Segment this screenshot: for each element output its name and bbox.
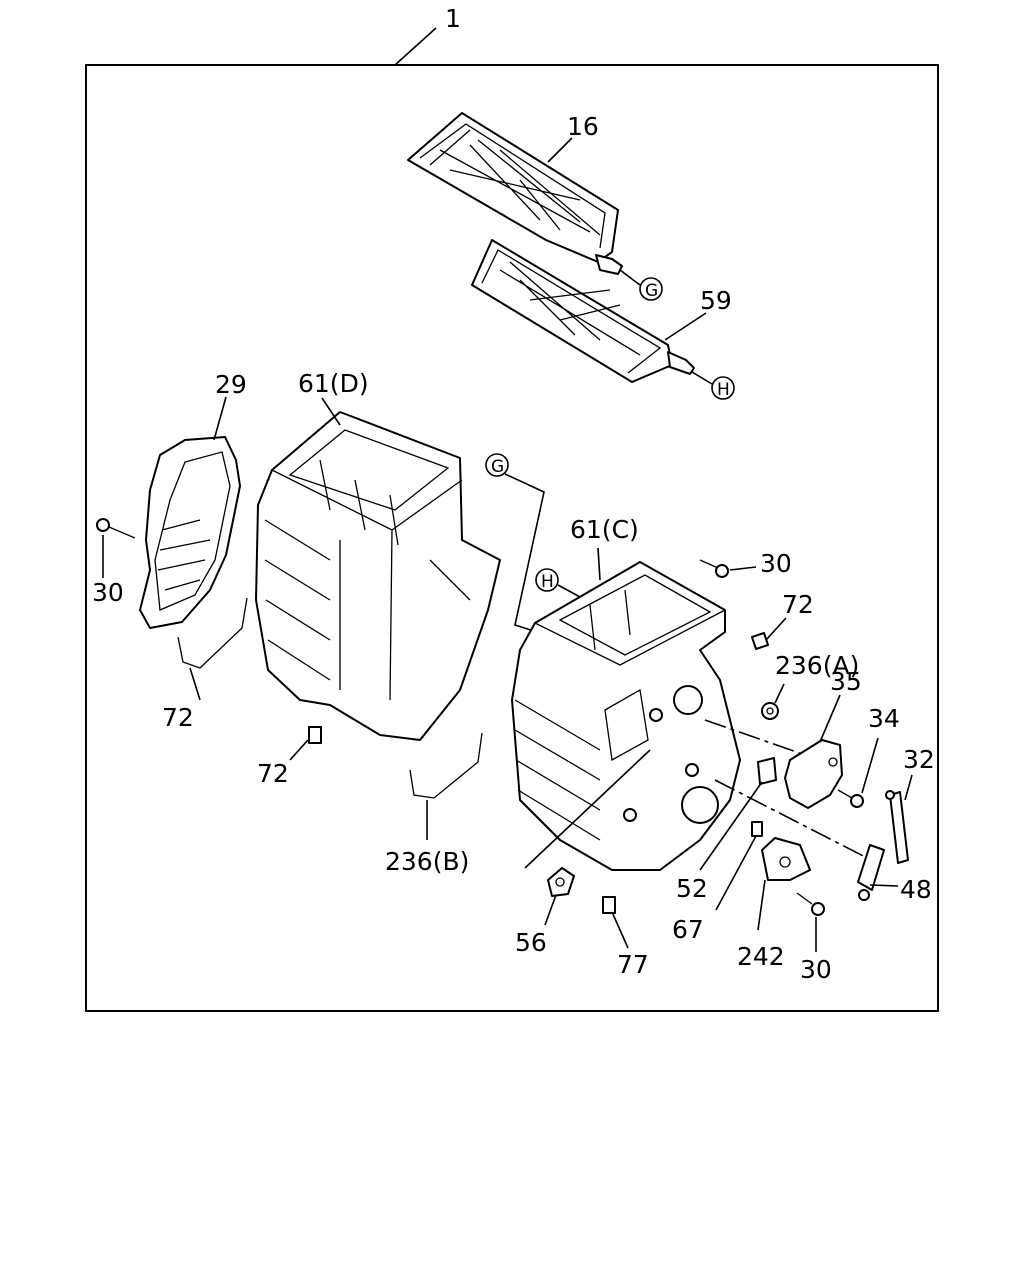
label-30-bottom: 30: [800, 955, 832, 984]
label-72-right: 72: [782, 590, 814, 619]
label-34: 35: [830, 667, 862, 696]
leader-h-59: [691, 371, 713, 385]
marker-h-1: H: [717, 380, 730, 400]
label-61d: 61(D): [298, 369, 369, 398]
leader-61d: [321, 397, 341, 426]
part-61c-right-case: [511, 561, 741, 871]
leader-236b: [189, 667, 201, 701]
part-72-clip-bottom: [602, 896, 616, 914]
assembly-frame: [85, 64, 939, 1012]
label-30-left: 30: [92, 578, 124, 607]
part-72-clip-left: [308, 726, 322, 744]
part-67-bracket: [757, 757, 777, 785]
leader-29: [213, 396, 227, 441]
leader-52: [869, 884, 899, 887]
leader-72-bottom: [611, 911, 629, 949]
guide-line-2: [714, 779, 876, 863]
part-32-screw: [837, 789, 864, 808]
label-30-top: 30: [760, 549, 792, 578]
label-72-left: 72: [257, 759, 289, 788]
marker-g-circle-2: [485, 453, 509, 477]
leader-59: [664, 312, 707, 341]
leader-h-61c: [557, 584, 581, 598]
leader-242: [715, 835, 757, 911]
label-52: 48: [900, 875, 932, 904]
leader-77: [757, 879, 766, 931]
part-242-clip: [751, 821, 763, 837]
label-61c: 61(C): [570, 515, 639, 544]
leader-16: [547, 137, 573, 163]
part-34-lever: [784, 739, 843, 809]
label-59: 59: [700, 286, 732, 315]
leader-30-top: [729, 566, 757, 571]
leader-35: [774, 683, 785, 704]
leader-32: [861, 737, 879, 794]
label-35: 236(A): [775, 651, 859, 680]
part-77-actuator: [761, 837, 811, 881]
part-52-arm: [857, 844, 885, 901]
part-30-screw-top: [699, 559, 729, 578]
leader-34: [819, 694, 841, 743]
part-48-link: [885, 790, 909, 864]
marker-g-2: G: [491, 457, 504, 477]
leader-61c: [597, 547, 601, 581]
part-236a-clip: [409, 732, 483, 799]
guide-line-1: [704, 719, 806, 756]
leader-67: [699, 781, 763, 871]
part-16-upper-door: [407, 112, 623, 275]
label-242: 67: [672, 915, 704, 944]
marker-h-2: H: [541, 572, 554, 592]
label-32: 34: [868, 704, 900, 733]
assembly-label: 1: [445, 4, 461, 33]
label-29: 29: [215, 370, 247, 399]
leader-72-right: [765, 617, 787, 641]
leader-48: [904, 774, 913, 801]
label-77: 242: [737, 942, 785, 971]
part-30-screw-bottom: [796, 892, 825, 916]
assembly-leader: [394, 27, 437, 66]
marker-h-circle-2: [535, 568, 559, 592]
marker-g-circle-1: [639, 277, 663, 301]
leader-g-16: [619, 269, 641, 286]
part-72-clip-right: [751, 632, 769, 650]
label-236a: 236(B): [385, 847, 469, 876]
part-29-side-cover: [139, 436, 241, 629]
label-67: 52: [676, 874, 708, 903]
part-30-screw-left: [96, 518, 136, 539]
guide-line-56: [524, 749, 651, 869]
guide-line-g: [504, 473, 545, 634]
label-16: 16: [567, 112, 599, 141]
part-35-fitting: [761, 702, 779, 720]
leader-56: [544, 894, 557, 926]
part-59-lower-door: [471, 239, 695, 383]
part-236b-clip: [177, 597, 248, 669]
label-56: 56: [515, 928, 547, 957]
part-61d-left-case: [255, 411, 501, 741]
label-48: 32: [903, 745, 935, 774]
leader-72-left: [289, 739, 309, 761]
label-236b: 72: [162, 703, 194, 732]
part-56-bracket: [547, 867, 575, 897]
marker-g-1: G: [645, 281, 658, 301]
label-72-bottom: 77: [617, 950, 649, 979]
marker-h-circle-1: [711, 376, 735, 400]
